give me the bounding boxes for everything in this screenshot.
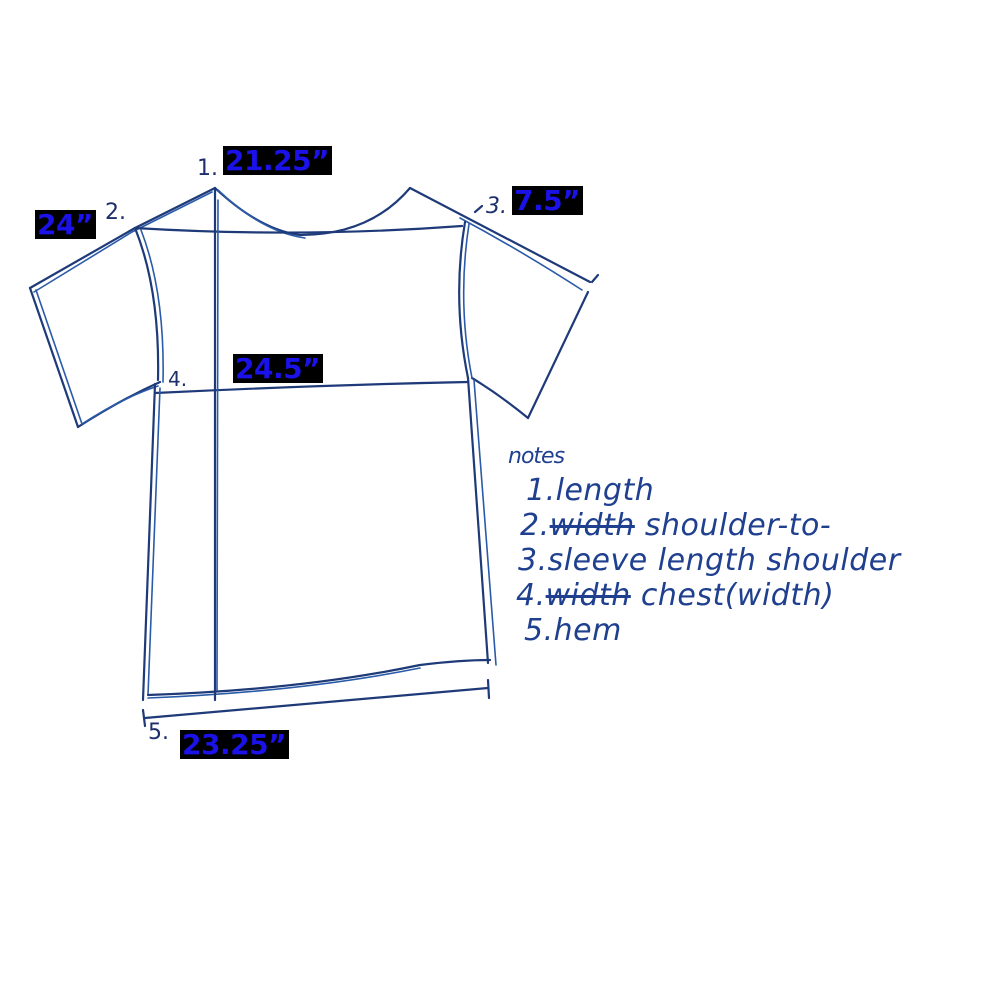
- notes-item-text: chest(width): [630, 578, 835, 613]
- notes-item-1: 1.length: [508, 473, 901, 508]
- notes-item-text: shoulder-to-: [634, 508, 832, 543]
- notes-item-3: 3.sleeve length shoulder: [508, 543, 901, 578]
- marker-1-number: 1.: [197, 156, 218, 181]
- measurement-badge-chest: 24.5”: [233, 354, 323, 383]
- notes-item-5: 5.hem: [508, 613, 901, 648]
- notes-item-struck-text: width: [549, 508, 635, 543]
- notes-item-text: hem: [553, 613, 622, 648]
- notes-title: notes: [508, 444, 565, 469]
- notes-item-number: 4.: [516, 578, 546, 613]
- measurement-badge-sleeve: 7.5”: [512, 186, 584, 215]
- notes-item-number: 1.: [526, 473, 556, 508]
- marker-4-number: 4.: [168, 367, 188, 391]
- marker-5-number: 5.: [148, 720, 169, 745]
- measurement-badge-length: 21.25”: [223, 146, 332, 175]
- notes-item-2: 2.width shoulder-to-: [508, 508, 901, 543]
- notes-item-text: length: [555, 473, 655, 508]
- measurement-badge-shoulder: 24”: [35, 210, 96, 239]
- measurement-badge-hem: 23.25”: [180, 730, 289, 759]
- notes-item-struck-text: width: [545, 578, 631, 613]
- notes-item-text: sleeve length shoulder: [547, 543, 901, 578]
- notes-item-number: 5.: [524, 613, 554, 648]
- notes-item-number: 2.: [520, 508, 550, 543]
- marker-2-number: 2.: [105, 200, 126, 225]
- notes-item-4: 4.width chest(width): [508, 578, 901, 613]
- notes-item-number: 3.: [518, 543, 548, 578]
- notes-legend: notes 1.length 2.width shoulder-to- 3.sl…: [508, 444, 901, 648]
- marker-3-number: 3.: [486, 194, 507, 219]
